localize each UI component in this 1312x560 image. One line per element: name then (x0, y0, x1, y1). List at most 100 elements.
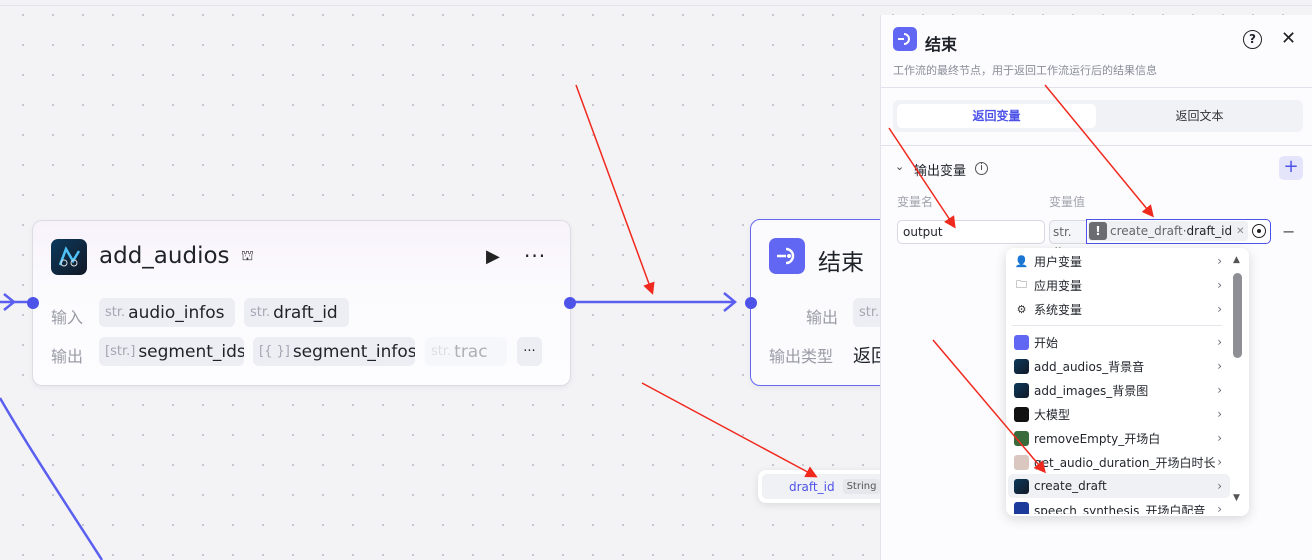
item-label: get_audio_duration_开场白时长 (1034, 455, 1216, 470)
collapse-chevron-icon[interactable]: ⌄ (895, 160, 905, 173)
dropdown-node-item[interactable]: removeEmpty_开场白› (1008, 426, 1230, 450)
section-title: 输出变量 (914, 164, 967, 179)
panel-description: 工作流的最终节点，用于返回工作流运行后的结果信息 (893, 64, 1157, 77)
column-value-label: 变量值 (1049, 195, 1086, 209)
item-label: 大模型 (1034, 407, 1071, 422)
item-label: create_draft (1034, 479, 1107, 493)
type-tag: str. (431, 344, 452, 359)
type-select[interactable]: str. ⌄ (1049, 220, 1087, 253)
type-select-value: str. (1053, 225, 1072, 239)
variable-name-input[interactable]: output (897, 220, 1045, 244)
dropdown-group-item[interactable]: 👤 用户变量 › (1008, 249, 1230, 273)
add-variable-button[interactable]: + (1279, 156, 1303, 180)
reference-tag: ! create_draft · draft_id ✕ (1088, 221, 1248, 241)
input-chip: str.audio_infos (99, 298, 235, 327)
type-tag: str. (859, 305, 880, 320)
speech-icon (1014, 502, 1029, 514)
chevron-right-icon: › (1217, 502, 1222, 514)
input-label: 输入 (51, 308, 84, 327)
dropdown-node-item[interactable]: 开始› (1008, 330, 1230, 354)
run-button[interactable]: ▶ (486, 246, 500, 267)
panel-title: 结束 (925, 35, 958, 54)
output-type-value: 返回变量 (853, 346, 880, 367)
output-chip-faded: str.trac (425, 337, 507, 366)
info-icon[interactable]: i (975, 162, 988, 175)
edges (0, 292, 737, 560)
type-tag: [{ }] (259, 344, 290, 359)
input-port[interactable] (27, 297, 39, 309)
variable-picker-icon[interactable] (1252, 224, 1266, 238)
dropdown-node-item[interactable]: get_audio_duration_开场白时长› (1008, 450, 1230, 474)
type-tag: [str.] (105, 344, 136, 359)
divider (881, 87, 1312, 88)
output-chip: [str.]segment_ids (99, 337, 244, 366)
gear-icon: ⚙ (1016, 302, 1027, 316)
dropdown-group-item[interactable]: 🗀应用变量› (1008, 273, 1230, 297)
close-button[interactable]: ✕ (1281, 28, 1297, 49)
variable-dropdown (1006, 248, 1249, 516)
dropdown-node-item[interactable]: add_images_背景图 › (1008, 378, 1230, 402)
top-divider (0, 5, 1312, 6)
output-chip: [{ }]segment_infos (253, 337, 415, 366)
chevron-right-icon: › (1217, 335, 1222, 349)
dropdown-node-item[interactable]: speech_synthesis_开场白配音 › (1008, 498, 1230, 514)
dropdown-node-item[interactable]: add_audios_背景音› (1008, 354, 1230, 378)
scroll-up-icon[interactable]: ▲ (1233, 255, 1240, 265)
scrollbar-thumb[interactable] (1233, 273, 1242, 358)
lower-edge (0, 397, 104, 560)
chevron-right-icon: › (1217, 431, 1222, 445)
type-tag: str. (250, 305, 271, 320)
dropdown-node-item[interactable]: 大模型 › (1008, 402, 1230, 426)
tooltip-var-type: String (842, 479, 881, 494)
output-label: 输出 (806, 308, 839, 327)
warning-icon: ! (1089, 222, 1107, 240)
item-label: speech_synthesis_开场白配音 (1034, 504, 1206, 514)
draft-plugin-icon (1014, 358, 1029, 374)
folder-icon: 🗀 (1016, 277, 1027, 291)
chevron-right-icon: › (1217, 383, 1222, 397)
divider (881, 145, 1312, 146)
draft-plugin-icon (51, 239, 87, 275)
more-options-button[interactable]: ··· (524, 244, 547, 268)
output-label: 输出 (51, 347, 84, 366)
chevron-right-icon: › (1217, 455, 1222, 469)
item-label: add_images_背景图 (1034, 383, 1149, 398)
help-icon[interactable]: ? (1243, 30, 1262, 49)
end-input-port[interactable] (745, 297, 757, 309)
chevron-right-icon: › (1217, 359, 1222, 373)
chevron-right-icon: › (1217, 254, 1222, 268)
more-outputs-button[interactable]: ··· (517, 337, 542, 366)
start-icon (1014, 334, 1029, 350)
param-name: segment_infos (292, 341, 415, 362)
chevron-right-icon: › (1217, 407, 1222, 421)
chevron-right-icon: › (1217, 302, 1222, 316)
remove-row-button[interactable]: − (1282, 222, 1296, 241)
avatar-icon (1014, 454, 1029, 470)
tab-return-text[interactable]: 返回文本 (1175, 109, 1224, 123)
output-port[interactable] (564, 297, 576, 309)
item-label: 用户变量 (1034, 254, 1083, 269)
code-icon (1014, 430, 1029, 446)
column-name-label: 变量名 (897, 195, 934, 209)
draft-plugin-icon (1014, 478, 1029, 494)
param-name: audio_infos (128, 302, 225, 323)
incoming-arrow-icon (3, 293, 17, 311)
llm-icon (1014, 406, 1029, 422)
ref-node: create_draft (1110, 224, 1183, 238)
tooltip-var-name: draft_id (789, 479, 835, 494)
end-node-icon (893, 27, 917, 51)
user-icon: 👤 (1014, 254, 1029, 268)
output-type-label: 输出类型 (769, 347, 834, 366)
connection-arrow-icon (723, 292, 737, 312)
dropdown-group-item[interactable]: ⚙ 系统变量 › (1008, 297, 1230, 321)
item-label: 系统变量 (1034, 302, 1083, 317)
remove-reference-icon[interactable]: ✕ (1236, 225, 1245, 237)
dropdown-node-item[interactable]: create_draft › (1008, 474, 1230, 498)
node-title: 结束 (818, 250, 864, 276)
ref-sep: · (1182, 224, 1187, 238)
chevron-right-icon: › (1217, 278, 1222, 292)
tab-return-variables[interactable]: 返回变量 (897, 104, 1096, 128)
chevron-right-icon: › (1217, 479, 1222, 493)
scroll-down-icon[interactable]: ▼ (1233, 493, 1240, 503)
draft-plugin-icon (1014, 382, 1029, 398)
